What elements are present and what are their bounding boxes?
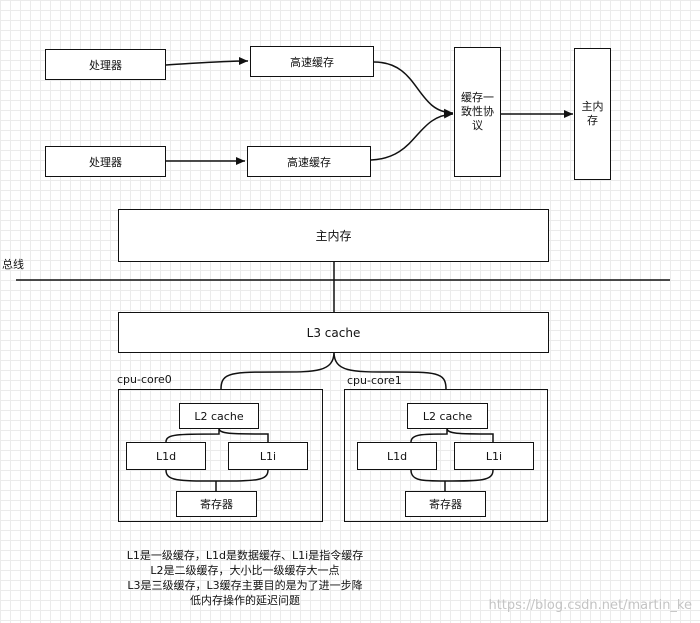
- coherence-protocol-label: 缓存一致性协议: [461, 91, 494, 132]
- coherence-protocol-box: 缓存一致性协议: [454, 47, 501, 177]
- processor-label-2: 处理器: [89, 155, 122, 169]
- core0-l1i-label: L1i: [259, 449, 277, 463]
- core0-l2-box: L2 cache: [179, 403, 259, 429]
- core1-register-box: 寄存器: [405, 491, 486, 517]
- core1-register-label: 寄存器: [429, 498, 462, 511]
- cache-box-1: 高速缓存: [250, 46, 374, 77]
- arrow-cache2-protocol: [370, 110, 454, 161]
- note-line-2: L2是二级缓存，大小比一级缓存大一点: [150, 564, 340, 577]
- core1-box: [344, 389, 548, 522]
- core0-register-label: 寄存器: [200, 498, 233, 511]
- core0-l2-label: L2 cache: [194, 409, 244, 423]
- explanation-notes: L1是一级缓存，L1d是数据缓存、L1i是指令缓存 L2是二级缓存，大小比一级缓…: [95, 548, 395, 608]
- core1-l1d-box: L1d: [357, 442, 437, 470]
- core0-l1i-box: L1i: [228, 442, 308, 470]
- bus-label: 总线: [2, 258, 24, 271]
- core0-register-box: 寄存器: [176, 491, 257, 517]
- main-memory-label: 主内存: [315, 229, 352, 243]
- note-line-4: 低内存操作的延迟问题: [190, 594, 300, 607]
- core1-l2-label: L2 cache: [422, 409, 473, 423]
- core0-l1d-box: L1d: [126, 442, 206, 470]
- main-memory-label-top: 主内存: [581, 100, 604, 127]
- core1-label: cpu-core1: [347, 374, 402, 387]
- core1-l2-box: L2 cache: [407, 403, 488, 429]
- note-line-1: L1是一级缓存，L1d是数据缓存、L1i是指令缓存: [126, 549, 364, 562]
- l3-to-cores-brace: [220, 351, 447, 390]
- core1-l1d-label: L1d: [386, 449, 408, 463]
- processor-box-2: 处理器: [45, 146, 166, 177]
- main-memory-box: 主内存: [118, 209, 549, 262]
- core0-box: [118, 389, 323, 522]
- cache-label-2: 高速缓存: [287, 155, 331, 169]
- arrow-processor1-cache1: [165, 57, 249, 66]
- arrow-cache1-protocol: [373, 61, 454, 117]
- core1-l1i-label: L1i: [485, 449, 503, 463]
- core0-label: cpu-core0: [117, 373, 172, 386]
- processor-label-1: 处理器: [89, 58, 122, 72]
- watermark: https://blog.csdn.net/martin_ke: [488, 598, 692, 613]
- cache-label-1: 高速缓存: [290, 55, 334, 69]
- core1-l1i-box: L1i: [454, 442, 534, 470]
- core0-l1d-label: L1d: [155, 449, 177, 463]
- note-line-3: L3是三级缓存，L3缓存主要目的是为了进一步降: [127, 579, 363, 592]
- main-memory-box-top: 主内存: [574, 48, 611, 180]
- core1-l1-to-register: [410, 469, 494, 491]
- cache-box-2: 高速缓存: [247, 146, 371, 177]
- processor-box-1: 处理器: [45, 49, 166, 80]
- l3-cache-box: L3 cache: [118, 312, 549, 353]
- l3-cache-label: L3 cache: [306, 325, 361, 340]
